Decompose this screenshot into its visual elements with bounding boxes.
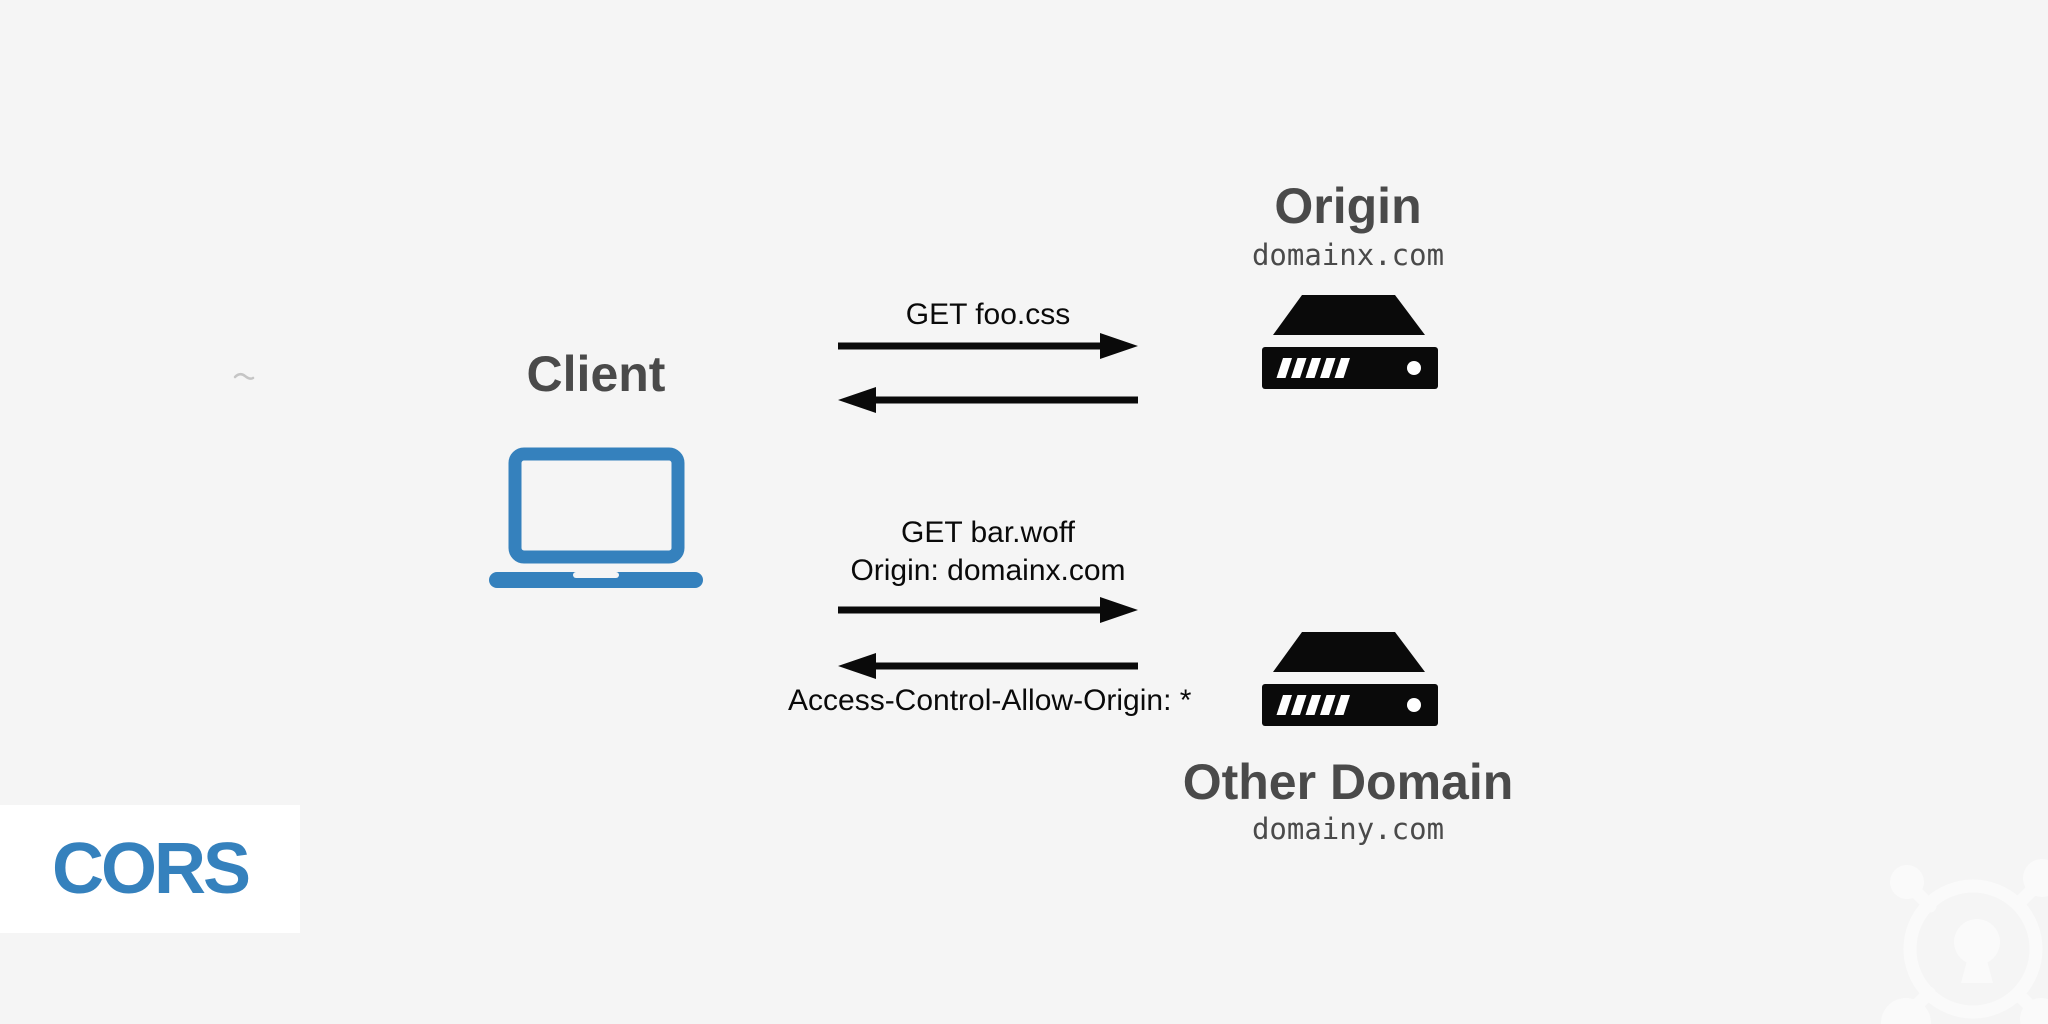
cors-badge: CORS <box>0 805 300 933</box>
client-label: Client <box>526 346 666 402</box>
cross-origin-request-arrow-right <box>838 597 1138 623</box>
stray-squiggle-mark <box>233 373 255 380</box>
cross-origin-response-arrow-left <box>838 653 1138 679</box>
origin-server-title: Origin <box>1274 178 1422 234</box>
other-server-title: Other Domain <box>1182 754 1514 810</box>
same-origin-request-label: GET foo.css <box>905 298 1071 331</box>
laptop-icon <box>489 447 703 588</box>
cross-origin-request-label: GET bar.woff Origin: domainx.com <box>838 514 1138 590</box>
cross-origin-request-line2: Origin: domainx.com <box>850 554 1126 587</box>
cors-badge-label: CORS <box>51 829 251 909</box>
server-icon <box>1262 632 1438 726</box>
cross-origin-response-label: Access-Control-Allow-Origin: * <box>788 684 1192 717</box>
server-icon <box>1262 295 1438 389</box>
same-origin-response-arrow-left <box>838 387 1138 413</box>
same-origin-request-arrow-right <box>838 333 1138 359</box>
keyhole-bug-logo-icon <box>1881 859 2048 1024</box>
origin-server-domain: domainx.com <box>1251 238 1445 272</box>
other-server-domain: domainy.com <box>1251 812 1445 846</box>
cross-origin-request-line1: GET bar.woff <box>901 516 1075 549</box>
